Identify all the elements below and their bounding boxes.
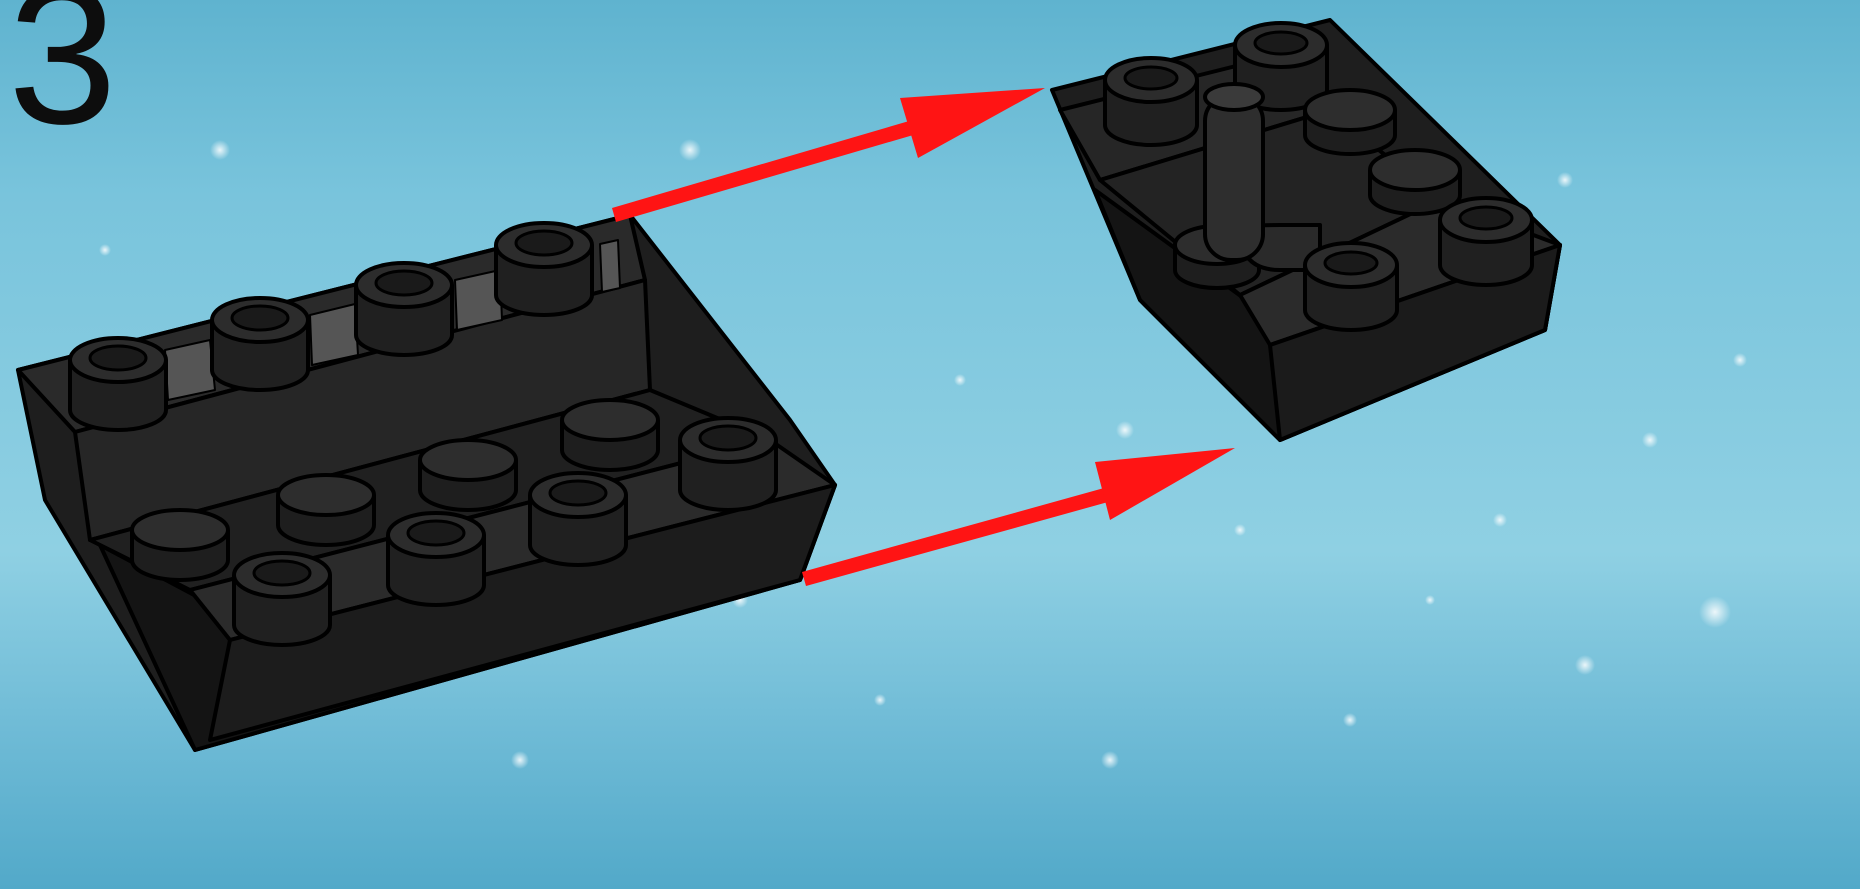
arrow-lower [802,448,1235,586]
left-brick-2x4 [18,215,835,750]
arrow-upper [612,88,1045,222]
right-brick-2x2-with-bar [1052,20,1560,440]
